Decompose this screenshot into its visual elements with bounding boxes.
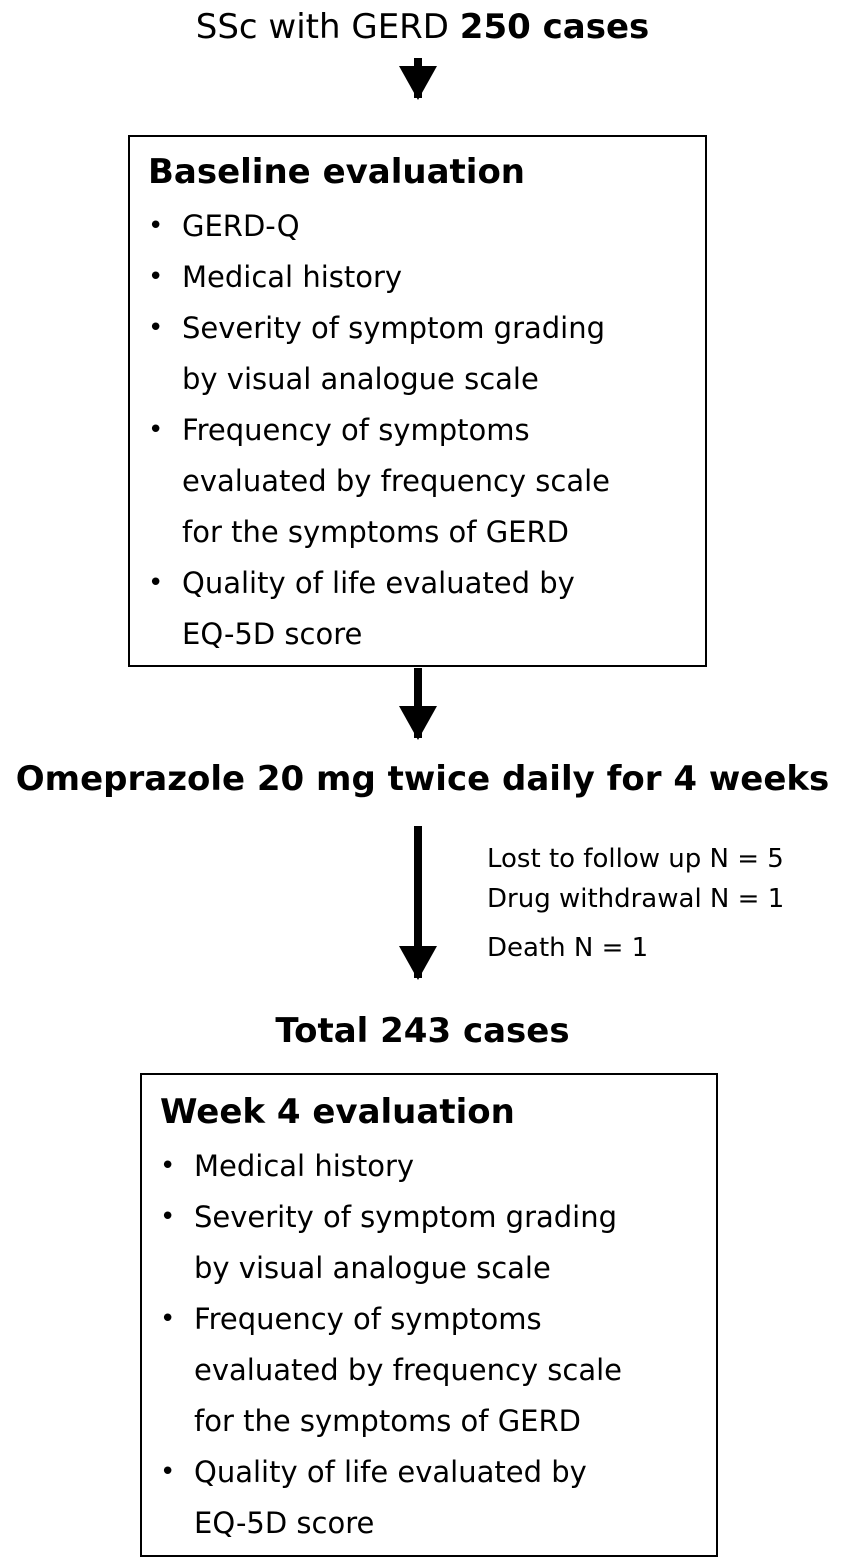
dropout-lost-to-follow-up: Lost to follow up N = 5 [487, 844, 784, 874]
list-item: by visual analogue scale [194, 1251, 551, 1285]
total-label: Total 243 cases [275, 1011, 570, 1051]
list-item: Quality of life evaluated by [160, 1447, 622, 1498]
week4-items: Medical history Severity of symptom grad… [160, 1141, 622, 1549]
list-item: Frequency of symptoms [160, 1294, 622, 1345]
baseline-items: GERD-Q Medical history Severity of sympt… [148, 201, 610, 660]
cohort-heading: SSc with GERD 250 cases [0, 10, 845, 44]
list-item: for the symptoms of GERD [182, 515, 569, 549]
arrow-down-1 [399, 58, 437, 100]
list-item: Medical history [160, 1141, 622, 1192]
week4-title: Week 4 evaluation [160, 1092, 515, 1132]
arrow-down-2 [399, 668, 437, 740]
list-item: by visual analogue scale [182, 362, 539, 396]
cohort-label: SSc with GERD [195, 7, 449, 47]
cohort-count: 250 cases [459, 7, 650, 47]
list-item: Severity of symptom grading [160, 1192, 622, 1243]
baseline-title: Baseline evaluation [148, 152, 526, 192]
list-item: EQ-5D score [182, 617, 363, 651]
list-item: Quality of life evaluated by [148, 558, 610, 609]
list-item: Frequency of symptoms [148, 405, 610, 456]
list-item: GERD-Q [148, 201, 610, 252]
list-item: for the symptoms of GERD [194, 1404, 581, 1438]
baseline-evaluation-box: Baseline evaluation GERD-Q Medical histo… [128, 135, 707, 667]
list-item: evaluated by frequency scale [194, 1353, 623, 1387]
list-item: EQ-5D score [194, 1506, 375, 1540]
dropout-death: Death N = 1 [487, 933, 649, 963]
treatment-label: Omeprazole 20 mg twice daily for 4 weeks [15, 759, 830, 799]
week4-evaluation-box: Week 4 evaluation Medical history Severi… [140, 1073, 718, 1557]
dropout-drug-withdrawal: Drug withdrawal N = 1 [487, 884, 785, 914]
arrow-down-3 [399, 826, 437, 980]
list-item: evaluated by frequency scale [182, 464, 611, 498]
list-item: Medical history [148, 252, 610, 303]
list-item: Severity of symptom grading [148, 303, 610, 354]
